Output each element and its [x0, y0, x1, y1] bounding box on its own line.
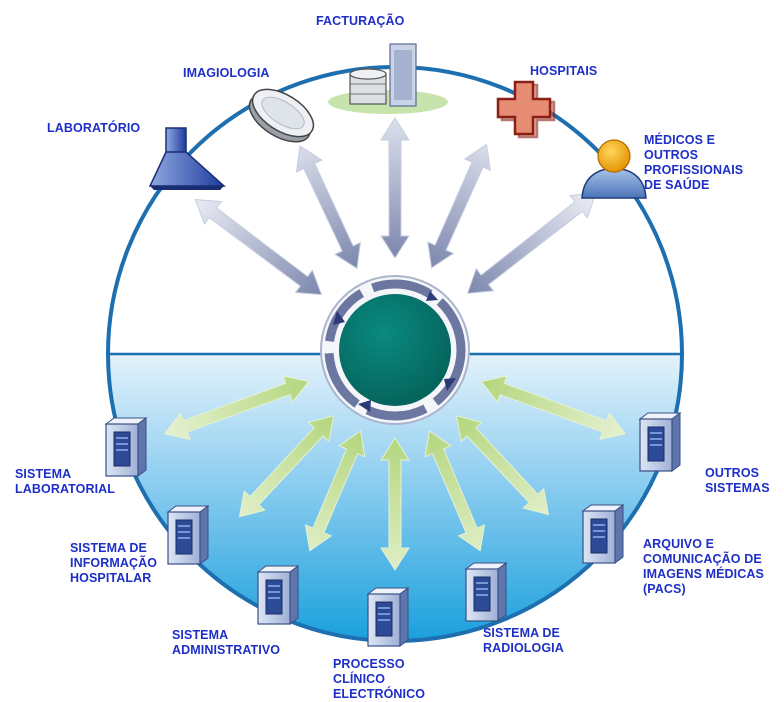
- server-icon-pacs: [581, 504, 625, 564]
- label-hospitais: HOSPITAIS: [530, 64, 598, 78]
- label-imagiologia: IMAGIOLOGIA: [183, 66, 270, 80]
- server-icon-sistema-radiologia: [464, 562, 508, 622]
- arrow-laboratorio: [194, 198, 323, 296]
- server-icons: [104, 412, 682, 647]
- server-icon-sistema-laboratorial: [104, 417, 148, 477]
- arrow-pacs: [455, 415, 550, 516]
- central-hub: [320, 275, 470, 425]
- arrow-facturacao: [380, 117, 410, 259]
- arrow-processo-clinico: [380, 437, 410, 571]
- arrow-hospitais: [427, 143, 491, 269]
- disc-icon: [248, 88, 315, 143]
- server-icon-processo-clinico: [366, 587, 410, 647]
- label-outros-sistemas: OUTROS SISTEMAS: [705, 466, 770, 495]
- flask-icon: [148, 127, 226, 190]
- person-icon: [581, 139, 647, 199]
- arrow-sistema-laboratorial: [163, 375, 310, 441]
- label-pacs: ARQUIVO E COMUNICAÇÃO DE IMAGENS MÉDICAS…: [643, 537, 764, 596]
- red-cross-icon: [496, 80, 556, 139]
- connector-arrows: [163, 117, 627, 571]
- arrow-sistema-administrativo: [304, 430, 366, 552]
- label-sistema-radiologia: SISTEMA DE RADIOLOGIA: [483, 626, 564, 655]
- cycle-arrowheads: [333, 291, 456, 412]
- label-sistema-laboratorial: SISTEMA LABORATORIAL: [15, 467, 116, 496]
- arrow-sistema-radiologia: [424, 430, 486, 552]
- label-medicos: MÉDICOS E OUTROS PROFISSIONAIS DE SAÚDE: [644, 133, 744, 192]
- server-icon-sistema-informacao-hospitalar: [166, 505, 210, 565]
- label-sistema-informacao-hospitalar: SISTEMA DE INFORMAÇÃO HOSPITALAR: [70, 541, 158, 585]
- hub-core: [339, 294, 451, 406]
- label-facturacao: FACTURAÇÃO: [316, 14, 405, 28]
- arrow-outros-sistemas: [480, 375, 627, 441]
- label-sistema-administrativo: SISTEMA ADMINISTRATIVO: [172, 628, 281, 657]
- label-processo-clinico: PROCESSO CLÍNICO ELECTRÓNICO: [333, 657, 426, 701]
- arrow-sistema-informacao-hospitalar: [238, 415, 335, 518]
- label-laboratorio: LABORATÓRIO: [47, 121, 141, 135]
- server-icon-outros-sistemas: [638, 412, 682, 472]
- arrow-imagiologia: [295, 145, 362, 270]
- server-icon-sistema-administrativo: [256, 565, 300, 625]
- arrow-medicos: [466, 192, 597, 294]
- database-server-icon: [328, 43, 448, 114]
